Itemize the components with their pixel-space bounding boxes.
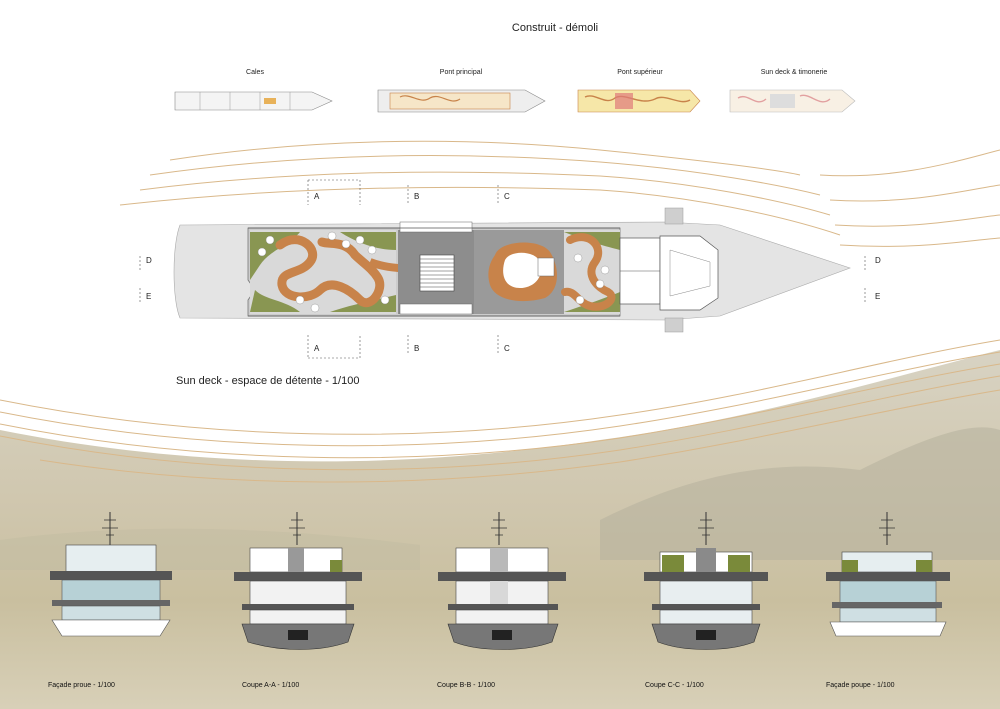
marker-d-right: D [875, 256, 881, 265]
sun-deck-title: Sun deck - espace de détente - 1/100 [176, 375, 360, 387]
label-coupe-cc: Coupe C-C - 1/100 [645, 682, 704, 689]
mini-plan-pont-superieur [577, 89, 701, 113]
marker-a-top: A [314, 192, 320, 201]
mini-plan-pont-principal [377, 89, 546, 113]
marker-c-bottom: C [504, 344, 510, 353]
marker-b-top: B [414, 192, 420, 201]
label-facade-proue: Façade proue - 1/100 [48, 682, 115, 689]
mini-plan-label-sun-deck: Sun deck & timonerie [760, 69, 828, 76]
mini-plan-label-cales: Cales [246, 69, 264, 76]
label-facade-poupe: Façade poupe - 1/100 [826, 682, 895, 689]
marker-a-bottom: A [314, 344, 320, 353]
section-coupe-cc [644, 512, 768, 650]
mini-plan-label-pont-superieur: Pont supérieur [617, 69, 663, 76]
marker-c-top: C [504, 192, 510, 201]
section-coupe-bb [438, 512, 566, 650]
mini-plan-label-pont-principal: Pont principal [439, 69, 483, 76]
section-facade-proue [50, 512, 172, 637]
page-title: Construit - démoli [511, 22, 599, 34]
label-coupe-aa: Coupe A-A - 1/100 [242, 682, 300, 689]
marker-e-left: E [146, 292, 152, 301]
mini-plan-cales [174, 91, 333, 111]
section-coupe-aa [234, 512, 362, 650]
marker-e-right: E [875, 292, 881, 301]
marker-b-bottom: B [414, 344, 420, 353]
section-facade-poupe [826, 512, 950, 637]
marker-d-left: D [146, 256, 152, 265]
mini-plan-sun-deck [729, 89, 856, 113]
label-coupe-bb: Coupe B-B - 1/100 [437, 682, 495, 689]
